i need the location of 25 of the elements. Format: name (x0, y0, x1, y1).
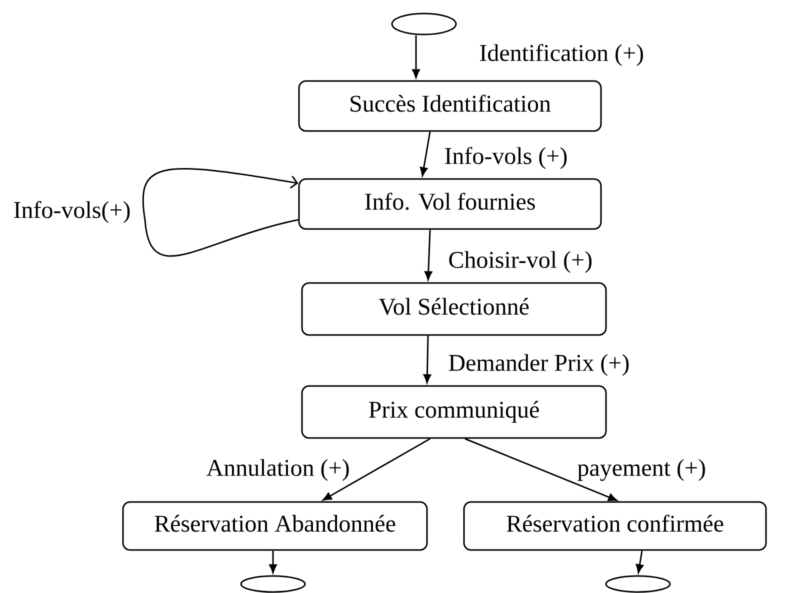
edge-label: Info-vols (+) (443, 146, 569, 170)
state-box: Succès Identification (298, 80, 602, 132)
terminal-oval (240, 575, 306, 593)
edge-label: Choisir-vol (+) (447, 250, 594, 274)
state-box: Vol Sélectionné (301, 282, 607, 336)
edge-label: Annulation (+) (205, 458, 351, 482)
edge-label: payement (+) (576, 458, 708, 482)
arrow (424, 230, 432, 280)
edge-label: Info-vols(+) (12, 200, 132, 224)
arrow (269, 550, 277, 574)
edge-label: Demander Prix (+) (447, 353, 631, 377)
arrow (420, 132, 431, 176)
arrow (464, 438, 618, 502)
state-box: Info. Vol fournies (298, 178, 602, 230)
edge-label: Identification (+) (478, 43, 645, 67)
arrow (412, 35, 420, 78)
arrow (636, 550, 644, 574)
loop-arrow (142, 168, 298, 257)
arrow (322, 438, 430, 501)
state-box: Réservation Abandonnée (122, 501, 428, 551)
arrow (423, 336, 432, 384)
terminal-oval (605, 575, 671, 593)
state-box: Réservation confirmée (463, 501, 767, 551)
terminal-oval (391, 12, 457, 36)
state-box: Prix communiqué (301, 385, 607, 439)
